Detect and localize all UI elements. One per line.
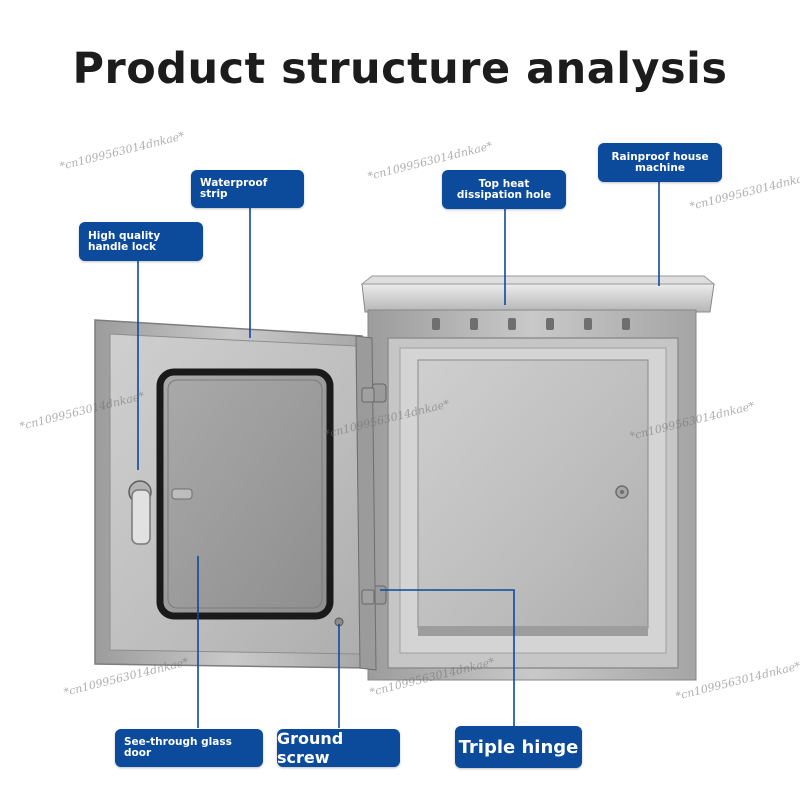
cabinet-body xyxy=(360,275,716,681)
callout-ground-screw: Ground screw xyxy=(277,729,400,767)
handle-lock xyxy=(128,480,193,545)
inner-panel xyxy=(417,359,649,629)
page-title: Product structure analysis xyxy=(72,44,728,94)
callout-glass-door: See-through glass door xyxy=(115,729,263,767)
callout-rainproof-house: Rainproof house machine xyxy=(598,143,722,182)
open-door xyxy=(94,319,377,671)
glass-window xyxy=(156,368,334,620)
callout-waterproof-strip: Waterproof strip xyxy=(191,170,304,208)
vent-holes xyxy=(432,318,630,330)
rain-roof xyxy=(361,283,715,313)
leader-lines xyxy=(137,182,660,728)
callout-triple-hinge: Triple hinge xyxy=(455,726,582,768)
callout-top-heat-dissipation: Top heat dissipation hole xyxy=(442,170,566,209)
callout-handle-lock: High quality handle lock xyxy=(79,222,203,261)
